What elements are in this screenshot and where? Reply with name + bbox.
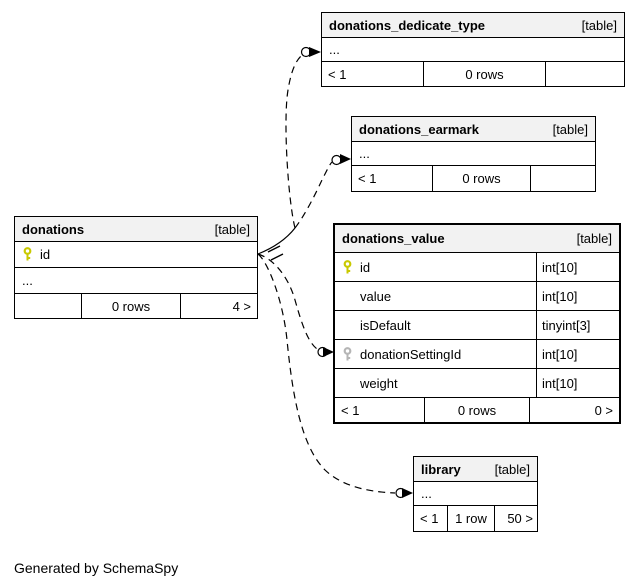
column-name: id xyxy=(40,247,51,262)
table-footer: < 1 0 rows 0 > xyxy=(335,398,619,422)
footer-children[interactable]: 0 > xyxy=(594,402,613,418)
column-name: value xyxy=(360,288,392,304)
footer-rowcount: 0 rows xyxy=(424,62,546,86)
table-donations-value[interactable]: donations_value [table] id int[10] value xyxy=(333,223,621,424)
table-footer: < 1 0 rows xyxy=(322,62,624,86)
table-footer: < 1 1 row 50 > xyxy=(414,506,537,531)
ellipsis-label: ... xyxy=(22,273,33,288)
relationship-line-earmark xyxy=(294,161,333,229)
table-header: donations_dedicate_type [table] xyxy=(322,13,624,38)
table-header: library [table] xyxy=(414,457,537,482)
column-name: weight xyxy=(360,375,398,391)
column-row-donationsettingid[interactable]: donationSettingId int[10] xyxy=(335,340,619,369)
table-donations[interactable]: donations [table] id ... 0 rows 4 > xyxy=(14,216,258,319)
table-footer: 0 rows 4 > xyxy=(15,294,257,318)
table-donations-earmark[interactable]: donations_earmark [table] ... < 1 0 rows xyxy=(351,116,596,192)
column-type: int[10] xyxy=(536,282,619,310)
column-name: id xyxy=(360,259,371,275)
table-header: donations_earmark [table] xyxy=(352,117,595,142)
table-footer: < 1 0 rows xyxy=(352,166,595,191)
column-type: int[10] xyxy=(536,253,619,281)
footer-children xyxy=(546,62,624,86)
column-type: int[10] xyxy=(536,369,619,397)
footer-parents[interactable]: < 1 xyxy=(352,166,433,191)
table-header: donations [table] xyxy=(15,217,257,242)
foreign-key-icon xyxy=(342,346,360,362)
table-tag: [table] xyxy=(581,17,617,33)
column-row-weight[interactable]: weight int[10] xyxy=(335,369,619,398)
ellipsis-row: ... xyxy=(322,38,624,62)
footer-children[interactable]: 50 > xyxy=(507,511,533,526)
footer-parents[interactable]: < 1 xyxy=(335,398,425,422)
column-name: donationSettingId xyxy=(360,346,462,362)
junction-chevron-icon xyxy=(267,245,284,261)
table-name[interactable]: donations_value xyxy=(342,231,445,246)
column-row-id[interactable]: id int[10] xyxy=(335,253,619,282)
ellipsis-row: ... xyxy=(414,482,537,506)
column-type: tinyint[3] xyxy=(536,311,619,339)
footer-parents xyxy=(15,294,82,318)
table-tag: [table] xyxy=(576,231,612,246)
ellipsis-row: ... xyxy=(352,142,595,166)
terminator-library xyxy=(395,487,413,499)
table-library[interactable]: library [table] ... < 1 1 row 50 > xyxy=(413,456,538,532)
table-name[interactable]: donations_earmark xyxy=(359,121,479,137)
column-type: int[10] xyxy=(536,340,619,368)
ellipsis-row: ... xyxy=(15,268,257,294)
terminator-earmark xyxy=(331,154,351,166)
footer-parents[interactable]: < 1 xyxy=(414,506,448,531)
ellipsis-label: ... xyxy=(329,42,340,57)
footer-rowcount: 0 rows xyxy=(425,398,530,422)
column-name: isDefault xyxy=(360,317,411,333)
table-header: donations_value [table] xyxy=(335,225,619,253)
generator-note: Generated by SchemaSpy xyxy=(14,560,179,576)
footer-children[interactable]: 4 > xyxy=(232,298,251,314)
table-donations-dedicate-type[interactable]: donations_dedicate_type [table] ... < 1 … xyxy=(321,12,625,87)
terminator-dedicate-type xyxy=(300,46,321,58)
ellipsis-label: ... xyxy=(421,486,432,501)
footer-rowcount: 1 row xyxy=(448,506,495,531)
relationship-line-dedicate-type xyxy=(285,55,302,229)
footer-rowcount: 0 rows xyxy=(82,294,181,318)
table-tag: [table] xyxy=(214,221,250,237)
column-row-id[interactable]: id xyxy=(15,242,257,268)
relationship-line-library xyxy=(257,253,396,494)
relationship-line-value xyxy=(257,253,318,350)
column-row-value[interactable]: value int[10] xyxy=(335,282,619,311)
ellipsis-label: ... xyxy=(359,146,370,161)
table-tag: [table] xyxy=(494,461,530,477)
primary-key-icon xyxy=(22,247,40,262)
table-name[interactable]: donations xyxy=(22,221,85,237)
table-name[interactable]: library xyxy=(421,461,461,477)
primary-key-icon xyxy=(342,259,360,275)
footer-rowcount: 0 rows xyxy=(433,166,531,191)
table-name[interactable]: donations_dedicate_type xyxy=(329,17,486,33)
relationship-trunk xyxy=(257,227,296,255)
table-tag: [table] xyxy=(552,121,588,137)
column-row-isdefault[interactable]: isDefault tinyint[3] xyxy=(335,311,619,340)
terminator-value xyxy=(317,346,334,358)
footer-children xyxy=(531,166,595,191)
footer-parents[interactable]: < 1 xyxy=(322,62,424,86)
